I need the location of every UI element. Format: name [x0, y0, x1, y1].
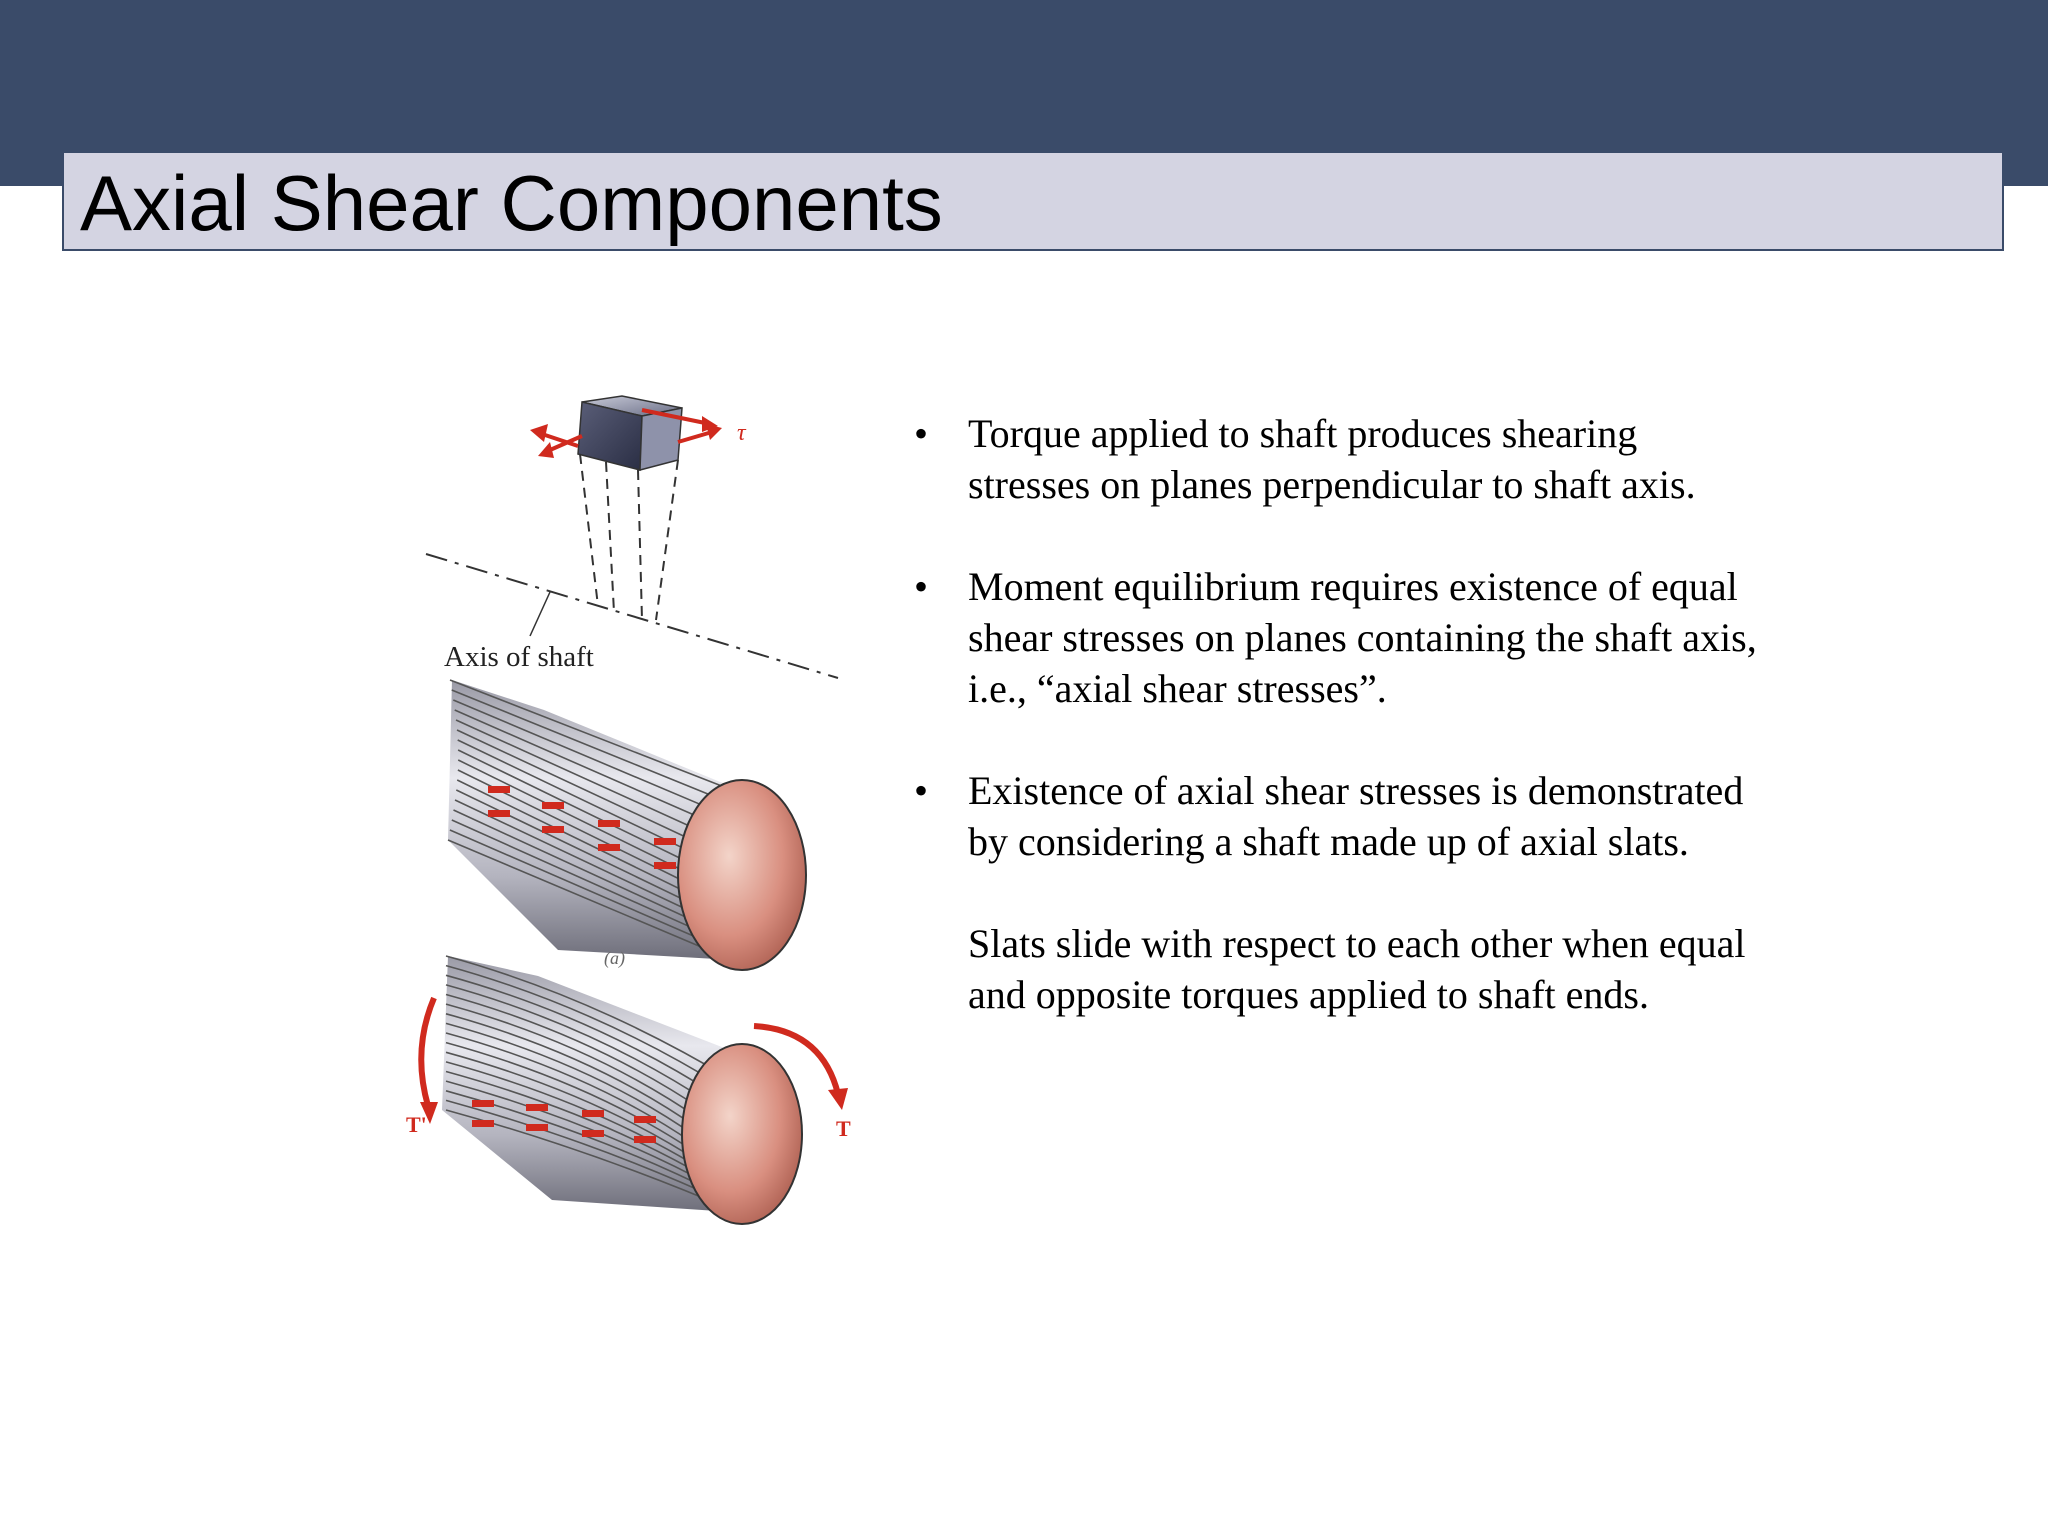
- bullet-dot: •: [914, 411, 929, 456]
- bullet-text-1: Torque applied to shaft produces shearin…: [968, 411, 1696, 507]
- torque-right-label: T: [836, 1116, 851, 1141]
- projection-lines: [579, 453, 679, 621]
- shear-mark: [472, 1100, 494, 1107]
- bullet-list: • Torque applied to shaft produces shear…: [908, 408, 1768, 1071]
- axis-of-shaft-label: Axis of shaft: [444, 641, 594, 673]
- shear-mark: [472, 1120, 494, 1127]
- bullet-dot: •: [914, 564, 929, 609]
- shear-mark: [526, 1104, 548, 1111]
- torque-arrow-right-icon: [753, 1023, 848, 1110]
- shear-mark: [654, 838, 676, 845]
- shear-mark: [598, 844, 620, 851]
- bullet-item-2: • Moment equilibrium requires existence …: [908, 561, 1768, 714]
- bullet-text-2: Moment equilibrium requires existence of…: [968, 564, 1757, 711]
- shear-marks: [472, 786, 676, 1143]
- bullet-item-3: • Existence of axial shear stresses is d…: [908, 765, 1768, 867]
- paragraph-4: Slats slide with respect to each other w…: [908, 918, 1768, 1020]
- title-box: Axial Shear Components: [62, 151, 2004, 251]
- shear-mark: [582, 1110, 604, 1117]
- bullet-text-3: Existence of axial shear stresses is dem…: [968, 768, 1744, 864]
- axis-leader-line: [529, 591, 551, 637]
- slatted-shaft-a: [447, 679, 807, 971]
- shear-arrows-icon: [530, 408, 722, 458]
- shaft-figure: τ Axis of shaft (a) T' T: [406, 395, 851, 1225]
- slatted-shaft-b: [442, 955, 803, 1225]
- shear-mark: [634, 1136, 656, 1143]
- shear-mark: [598, 820, 620, 827]
- bullet-item-1: • Torque applied to shaft produces shear…: [908, 408, 1768, 510]
- slide-title: Axial Shear Components: [80, 159, 943, 247]
- shear-mark: [654, 862, 676, 869]
- torque-left-label: T': [406, 1112, 427, 1137]
- shear-mark: [488, 810, 510, 817]
- shear-mark: [582, 1130, 604, 1137]
- shear-mark: [542, 826, 564, 833]
- caption-a-label: (a): [604, 948, 625, 969]
- bullet-dot: •: [914, 768, 929, 813]
- shear-mark: [634, 1116, 656, 1123]
- paragraph-text-4: Slats slide with respect to each other w…: [968, 921, 1746, 1017]
- stress-element-icon: [577, 395, 683, 471]
- torque-arrow-left-icon: [418, 996, 438, 1124]
- shear-mark: [488, 786, 510, 793]
- tau-label: τ: [737, 420, 747, 446]
- shaft-axis-line: [425, 553, 839, 679]
- shear-mark: [526, 1124, 548, 1131]
- shear-mark: [542, 802, 564, 809]
